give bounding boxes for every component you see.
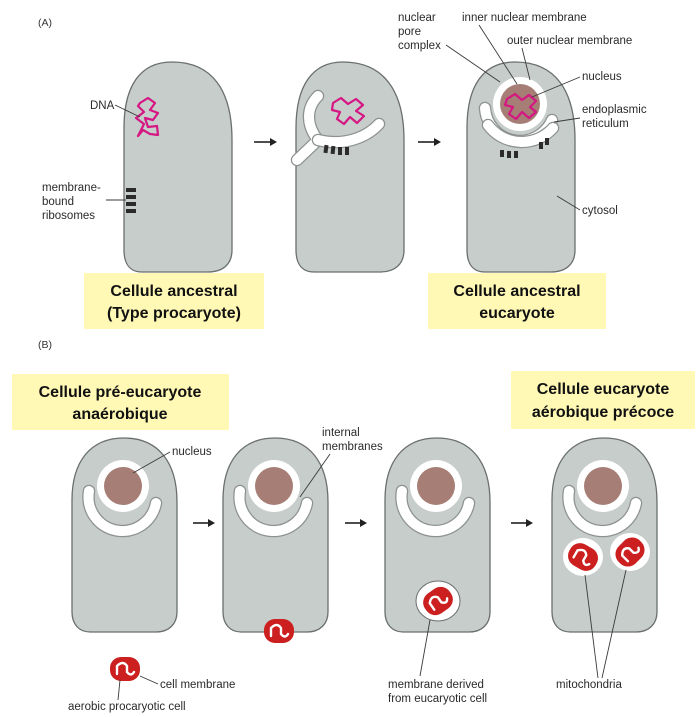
aerobic-cell-pointer	[118, 680, 120, 700]
ribosome	[545, 138, 549, 145]
ribosome	[126, 195, 136, 199]
nucleus-b3	[417, 467, 455, 505]
outer-nuclear-membrane-label: outer nuclear membrane	[507, 35, 632, 47]
membrane-bound-ribosomes-label-1: membrane-	[42, 182, 101, 194]
cell-membrane-label: cell membrane	[160, 679, 235, 691]
er-label-1: endoplasmic	[582, 104, 647, 116]
ribosome	[126, 202, 136, 206]
nucleus-b4	[584, 467, 622, 505]
cell-b1	[72, 438, 177, 632]
nuclear-pore-label-1: nuclear	[398, 12, 436, 24]
arrow-b2-head	[360, 519, 367, 527]
panel-a-label: (A)	[38, 17, 52, 29]
internal-membranes-label-1: internal	[322, 427, 360, 439]
nucleus-b2	[255, 467, 293, 505]
arrow-b3-head	[526, 519, 533, 527]
box-early-eukaryote: Cellule eucaryote aérobique précoce	[511, 371, 695, 429]
inner-nuclear-membrane-label: inner nuclear membrane	[462, 12, 587, 24]
arrow-a2-head	[434, 138, 441, 146]
cell-b4	[552, 438, 657, 632]
aerobic-procaryotic-cell	[110, 657, 140, 681]
panel-b-label: (B)	[38, 339, 52, 351]
internal-membranes-label-2: membranes	[322, 441, 383, 453]
ribosome	[126, 188, 136, 192]
cytosol-label: cytosol	[582, 205, 618, 217]
cell-b2	[223, 438, 328, 643]
box-ancestral-prokaryote-line1: Cellule ancestral	[110, 283, 237, 300]
ribosome	[338, 147, 342, 155]
membrane-bound-ribosomes-label-2: bound	[42, 196, 74, 208]
membrane-derived-label-2: from eucaryotic cell	[388, 693, 487, 705]
box-pre-eukaryote-line2: anaérobique	[72, 406, 167, 423]
cell-b3	[385, 438, 490, 632]
box-ancestral-prokaryote: Cellule ancestral (Type procaryote)	[84, 273, 264, 329]
nucleus-b-label: nucleus	[172, 446, 212, 458]
nuclear-pore-label-2: pore	[398, 26, 421, 38]
box-ancestral-eukaryote-line1: Cellule ancestral	[453, 283, 580, 300]
dna-label: DNA	[90, 100, 115, 112]
nuclear-pore-label-3: complex	[398, 40, 441, 52]
membrane-derived-label-1: membrane derived	[388, 679, 484, 691]
nucleus-a-label: nucleus	[582, 71, 622, 83]
nucleus-b1	[104, 467, 142, 505]
cell-a2	[296, 62, 404, 272]
ribosome	[539, 142, 543, 149]
ribosome	[126, 209, 136, 213]
box-early-eukaryote-line2: aérobique précoce	[532, 404, 674, 421]
ribosome	[500, 150, 504, 157]
arrow-b1-head	[208, 519, 215, 527]
nuclear-pore-pointer	[446, 45, 500, 82]
membrane-bound-ribosomes-label-3: ribosomes	[42, 210, 95, 222]
arrow-a1-head	[270, 138, 277, 146]
er-label-2: reticulum	[582, 118, 629, 130]
mitochondria-label: mitochondria	[556, 679, 622, 691]
aerobic-procaryotic-cell-label: aerobic procaryotic cell	[68, 701, 186, 713]
cell-a1	[124, 62, 232, 272]
box-pre-eukaryote: Cellule pré-eucaryote anaérobique	[12, 374, 229, 430]
ribosome	[514, 151, 518, 158]
ribosome	[331, 146, 336, 154]
box-ancestral-eukaryote: Cellule ancestral eucaryote	[428, 273, 606, 329]
ribosome	[345, 147, 349, 155]
cell-membrane-pointer	[140, 676, 158, 684]
box-ancestral-eukaryote-line2: eucaryote	[479, 305, 555, 322]
ribosome	[507, 151, 511, 158]
box-ancestral-prokaryote-line2: (Type procaryote)	[107, 305, 241, 322]
cell-a3	[467, 62, 575, 272]
box-pre-eukaryote-line1: Cellule pré-eucaryote	[39, 384, 202, 401]
box-early-eukaryote-line1: Cellule eucaryote	[537, 381, 670, 398]
